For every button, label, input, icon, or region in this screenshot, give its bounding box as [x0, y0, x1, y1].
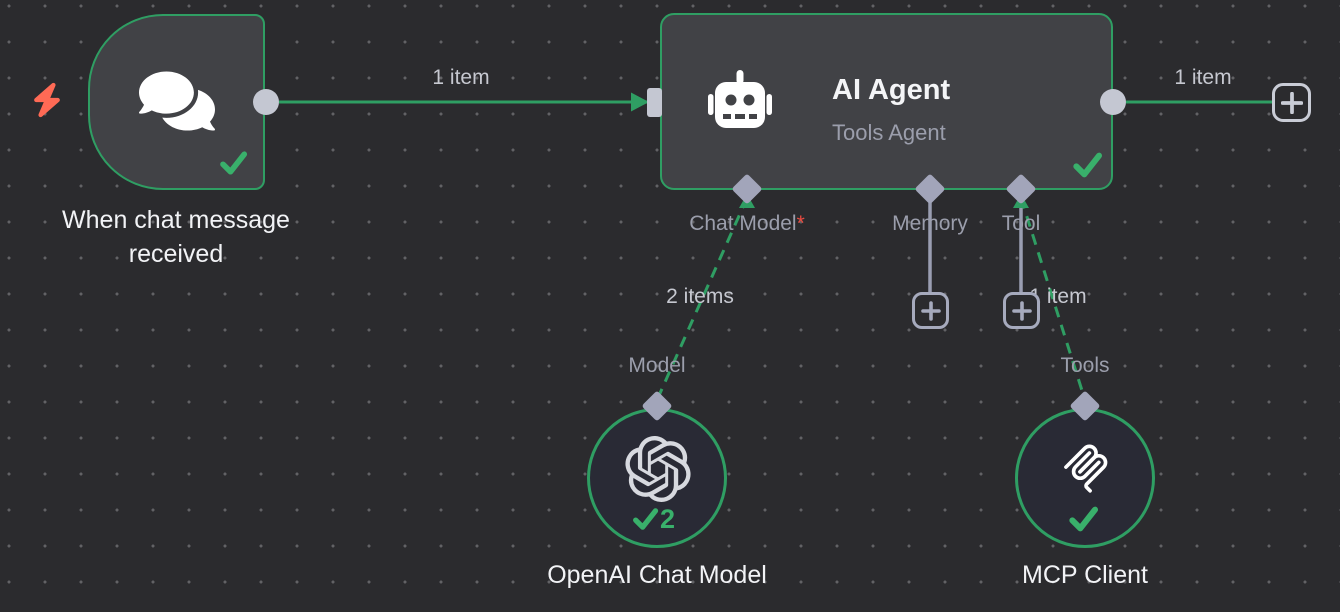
node-ai-agent[interactable]: AI Agent Tools Agent [660, 13, 1113, 190]
plus-icon [920, 300, 941, 321]
mcp-node-label: MCP Client [1022, 561, 1148, 589]
plus-icon [1011, 300, 1032, 321]
node-openai-chat-model[interactable]: 2 [587, 408, 727, 548]
check-icon [220, 151, 248, 175]
trigger-output-port[interactable] [253, 89, 279, 115]
arrowhead-right-icon [631, 92, 649, 112]
connection-tool-to-mcp[interactable] [1019, 197, 1087, 401]
add-tool-button[interactable] [1003, 292, 1040, 329]
agent-title: AI Agent [832, 74, 951, 106]
required-marker: * [796, 212, 805, 235]
openai-logo-icon [625, 436, 691, 502]
check-icon [1073, 152, 1102, 178]
model-port-label: Model [628, 354, 686, 377]
items-count-label: 1 item [1029, 285, 1087, 308]
chat-bubbles-icon [139, 71, 215, 131]
mcp-logo-icon [1064, 444, 1108, 493]
chat-model-port-label: Chat Model* [689, 212, 805, 236]
agent-subtitle: Tools Agent [832, 120, 946, 145]
run-status: 2 [631, 505, 675, 533]
port-label-text: Chat Model [689, 212, 797, 235]
openai-node-label: OpenAI Chat Model [547, 561, 767, 589]
agent-input-port[interactable] [647, 88, 662, 117]
add-memory-button[interactable] [912, 292, 949, 329]
check-icon [633, 508, 659, 530]
lightning-bolt-icon [34, 82, 60, 118]
tool-port-label: Tool [1001, 212, 1041, 235]
agent-output-port[interactable] [1100, 89, 1126, 115]
trigger-node-label: When chat message received [62, 206, 290, 268]
node-mcp-client[interactable] [1015, 408, 1155, 548]
check-icon [1069, 506, 1098, 532]
plus-icon [1280, 91, 1303, 114]
node-when-chat-message-received[interactable] [88, 14, 265, 190]
items-count-label: 1 item [432, 66, 490, 89]
add-next-node-button[interactable] [1272, 83, 1311, 122]
robot-icon [708, 70, 772, 128]
run-count: 2 [660, 503, 676, 534]
items-count-label: 1 item [1174, 66, 1232, 89]
memory-port-label: Memory [892, 212, 968, 235]
items-count-label: 2 items [666, 285, 734, 308]
run-status [1066, 503, 1100, 535]
tools-port-label: Tools [1060, 354, 1110, 377]
